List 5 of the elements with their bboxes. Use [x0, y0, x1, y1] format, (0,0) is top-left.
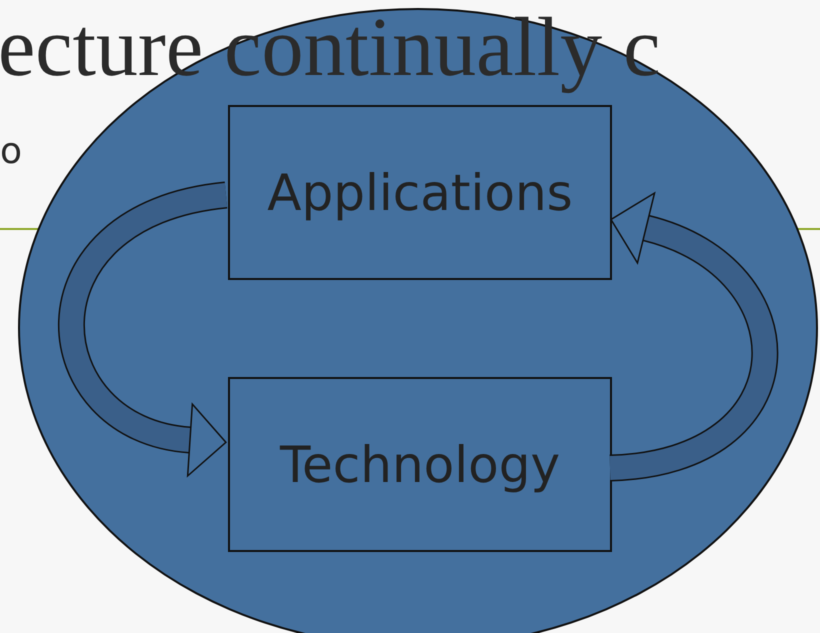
process-box [228, 105, 612, 280]
box-label: Applications [267, 164, 573, 222]
box-label: Technology [280, 436, 560, 494]
slide-text: o [0, 132, 22, 172]
process-box [228, 377, 612, 552]
